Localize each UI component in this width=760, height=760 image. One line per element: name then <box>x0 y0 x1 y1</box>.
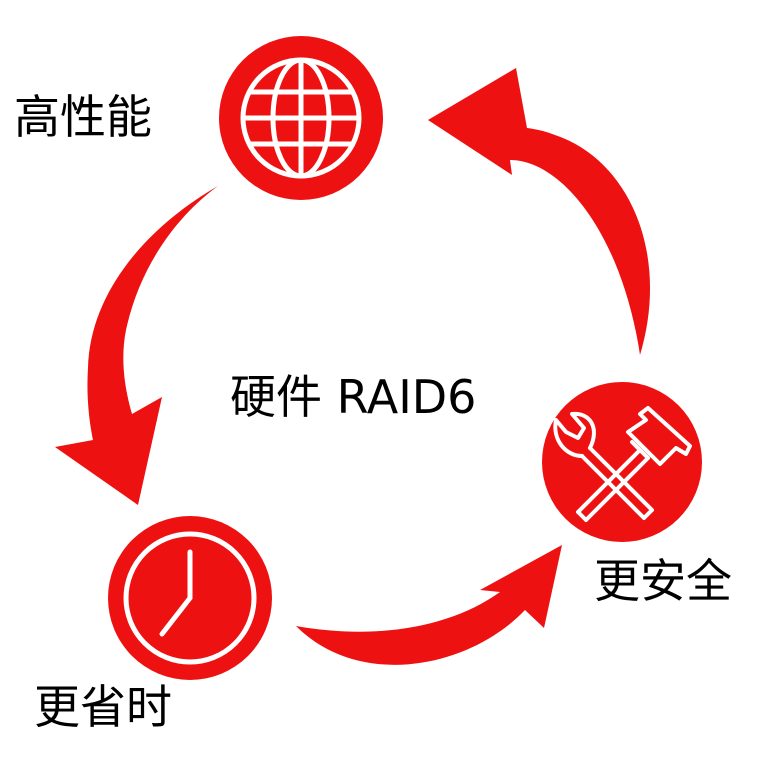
node-label-high-performance: 高性能 <box>14 90 152 144</box>
arrow-tools-to-globe <box>428 68 651 355</box>
clock-node <box>108 516 272 680</box>
arrow-clock-to-tools <box>296 545 562 665</box>
tools-icon <box>553 406 692 522</box>
globe-node <box>219 36 383 200</box>
clock-icon <box>123 531 257 665</box>
node-label-more-secure: 更安全 <box>594 554 732 608</box>
center-title: 硬件 RAID6 <box>230 370 477 424</box>
node-label-time-saving: 更省时 <box>34 680 172 734</box>
globe-icon <box>240 57 362 179</box>
tools-node <box>542 382 702 542</box>
arrow-globe-to-clock <box>55 186 218 505</box>
